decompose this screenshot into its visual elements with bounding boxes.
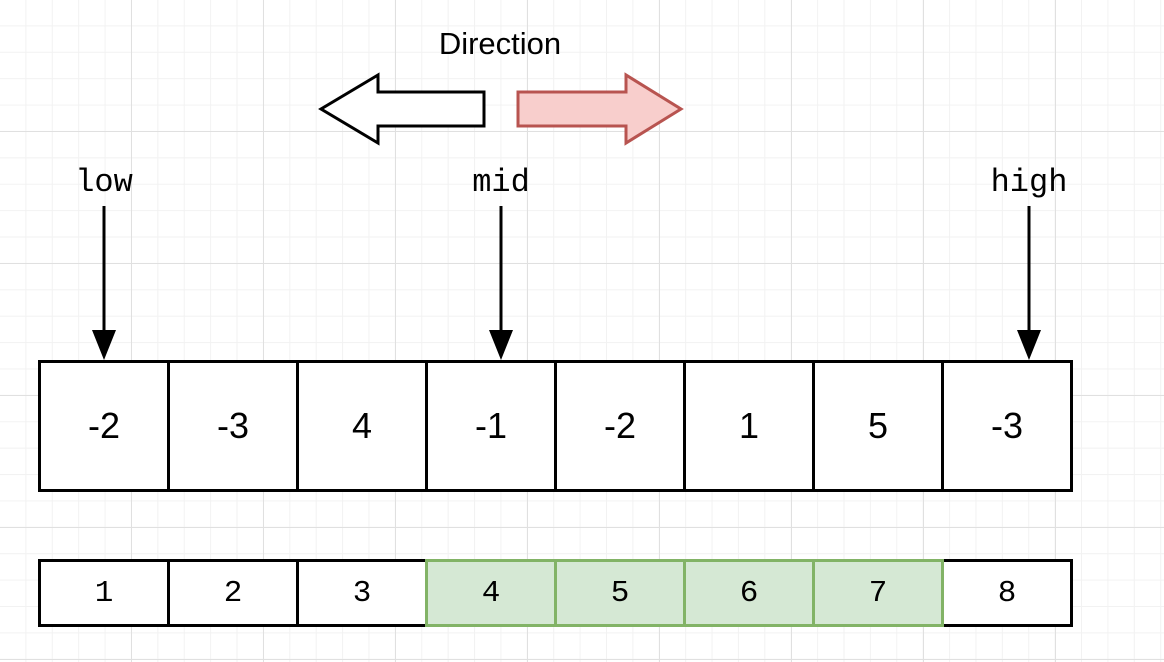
mid-label: mid [472, 164, 530, 201]
index-cell: 2 [167, 559, 299, 627]
array-cell: -3 [167, 360, 299, 492]
diagram-title: Direction [438, 26, 562, 61]
index-cell: 7 [812, 559, 944, 627]
index-cell: 4 [425, 559, 557, 627]
array-cell: 5 [812, 360, 944, 492]
array-cell: 4 [296, 360, 428, 492]
index-cell: 1 [38, 559, 170, 627]
array-cell: -3 [941, 360, 1073, 492]
array-cell: -2 [554, 360, 686, 492]
mid-pointer-arrow [489, 206, 513, 360]
array-cell: -1 [425, 360, 557, 492]
low-pointer-arrow [92, 206, 116, 360]
high-label: high [990, 164, 1068, 201]
index-cell: 6 [683, 559, 815, 627]
index-cell: 3 [296, 559, 428, 627]
array-row: -2 -3 4 -1 -2 1 5 -3 [38, 360, 1073, 492]
right-arrow-icon [516, 72, 684, 146]
index-cell: 5 [554, 559, 686, 627]
array-cell: 1 [683, 360, 815, 492]
index-row: 1 2 3 4 5 6 7 8 [38, 559, 1073, 627]
high-pointer-arrow [1017, 206, 1041, 360]
left-arrow-icon [318, 72, 486, 146]
array-cell: -2 [38, 360, 170, 492]
low-label: low [75, 164, 133, 201]
index-cell: 8 [941, 559, 1073, 627]
